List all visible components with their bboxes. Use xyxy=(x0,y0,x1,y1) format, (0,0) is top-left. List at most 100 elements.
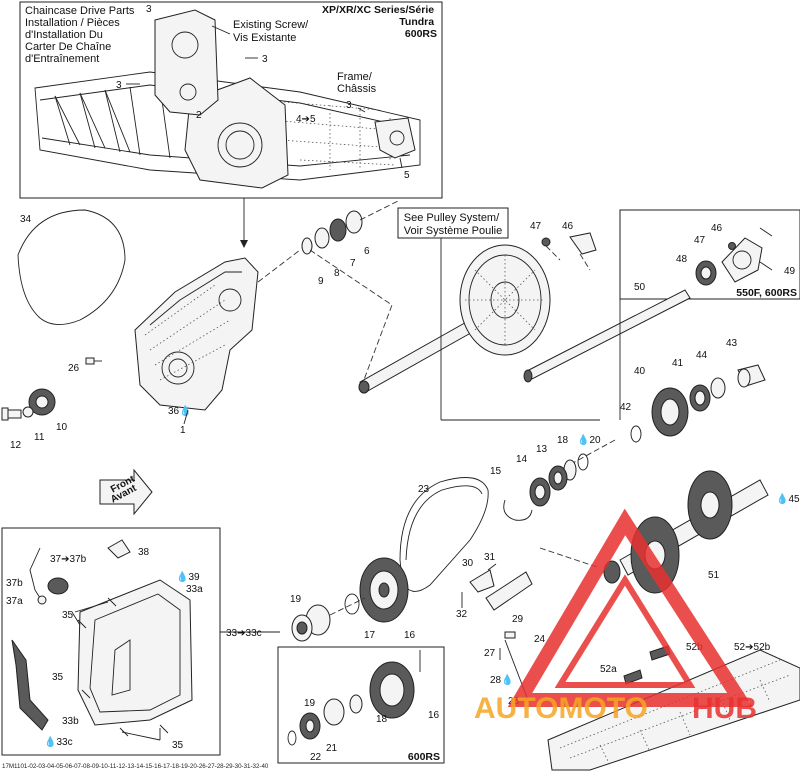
ring-15 xyxy=(503,499,533,521)
label-16b: 16 xyxy=(428,710,440,721)
label-37: 37➔37b xyxy=(50,554,87,565)
label-43: 43 xyxy=(726,338,738,349)
inset-box-bottom-left xyxy=(1,527,221,756)
label-24: 24 xyxy=(534,634,546,645)
label-35c: 35 xyxy=(172,740,184,751)
frame-drawing xyxy=(34,71,421,181)
label-40: 40 xyxy=(634,366,646,377)
label-6: 6 xyxy=(364,246,370,257)
bearing-41 xyxy=(689,384,711,412)
bracket-46a xyxy=(569,232,597,255)
label-51: 51 xyxy=(708,570,720,581)
label-15: 15 xyxy=(490,466,502,477)
pulley-callout: See Pulley System/ Voir Système Poulie xyxy=(404,212,502,237)
label-34: 34 xyxy=(20,214,32,225)
label-49: 49 xyxy=(784,266,796,277)
label-5: 5 xyxy=(404,170,410,181)
bracket-30 xyxy=(469,569,495,593)
label-16a: 16 xyxy=(404,630,416,641)
label-28: 28💧 xyxy=(490,673,514,686)
label-33c: 💧33c xyxy=(44,735,73,748)
label-31: 31 xyxy=(484,552,496,563)
label-10: 10 xyxy=(56,422,68,433)
label-3c: 3 xyxy=(116,80,122,91)
driven-shaft xyxy=(358,319,477,394)
seal-14 xyxy=(529,477,551,507)
inset-title: Chaincase Drive Parts Installation / Piè… xyxy=(25,5,138,65)
label-18a: 18 xyxy=(557,435,569,446)
label-52b: 52b xyxy=(686,642,703,653)
label-35a: 35 xyxy=(62,610,74,621)
housing-43 xyxy=(737,364,766,388)
drive-axle-51 xyxy=(603,470,769,594)
cover-33 xyxy=(77,579,193,726)
label-19a: 19 xyxy=(290,594,302,605)
footer-code: 17M1101-02-03-04-05-06-07-08-09-10-11-12… xyxy=(2,763,269,770)
label-14: 14 xyxy=(516,454,528,465)
label-33b: 33b xyxy=(62,716,79,727)
label-21: 21 xyxy=(326,743,338,754)
screws-49 xyxy=(759,227,773,271)
label-48: 48 xyxy=(676,254,688,265)
dipstick-37b xyxy=(29,547,41,599)
watermark-text-a: AUTOMOTO xyxy=(474,692,648,725)
gear-10 xyxy=(28,388,56,416)
label-50: 50 xyxy=(634,282,646,293)
track-52 xyxy=(547,649,800,771)
label-37a: 37a xyxy=(6,596,23,607)
label-20: 💧20 xyxy=(577,433,601,446)
washer-18b xyxy=(349,694,363,714)
bolt-12 xyxy=(1,407,22,421)
ring-42 xyxy=(630,425,642,443)
label-2: 2 xyxy=(196,110,202,121)
label-39: 💧39 xyxy=(176,570,200,583)
washer-11 xyxy=(22,406,34,418)
tensioner-29 xyxy=(485,571,533,611)
label-3b: 3 xyxy=(262,54,268,65)
label-47b: 47 xyxy=(694,235,706,246)
label-36: 36💧 xyxy=(168,404,192,417)
pin-24 xyxy=(504,631,516,639)
pulley-callout-box xyxy=(397,207,509,239)
ring-20 xyxy=(577,453,589,471)
watermark-text-b: HUB xyxy=(692,692,757,725)
label-3a: 3 xyxy=(146,4,152,15)
clip-52a xyxy=(623,669,643,685)
chain-23 xyxy=(399,477,489,592)
bracket-38 xyxy=(107,539,131,559)
label-1: 1 xyxy=(180,425,186,436)
gear-16a xyxy=(359,557,409,623)
label-38: 38 xyxy=(138,547,150,558)
label-32: 32 xyxy=(456,609,468,620)
screws-35 xyxy=(77,597,169,737)
label-11: 11 xyxy=(34,432,45,443)
shaft-50 xyxy=(523,289,691,383)
plate-46b xyxy=(721,237,763,283)
label-22: 22 xyxy=(310,752,322,763)
gasket-33b xyxy=(11,639,49,731)
bearing-48 xyxy=(695,260,717,286)
bearing-13 xyxy=(548,465,568,491)
inset-box-top xyxy=(19,1,443,199)
ring-17 xyxy=(344,593,360,615)
frame-label: Frame/ Châssis xyxy=(337,71,377,95)
label-33: 33➔33c xyxy=(226,628,262,639)
flange-40 xyxy=(651,387,689,437)
chaincase-cover-inset xyxy=(154,9,219,116)
ring-22 xyxy=(287,730,297,746)
label-27: 27 xyxy=(484,648,496,659)
box-550f-600rs xyxy=(619,209,800,300)
screw-26 xyxy=(85,357,102,365)
label-46a: 46 xyxy=(562,221,574,232)
label-23: 23 xyxy=(418,484,430,495)
gasket-34 xyxy=(17,209,126,325)
box-550f-label: 550F, 600RS xyxy=(736,287,797,299)
label-47a: 47 xyxy=(530,221,542,232)
label-9: 9 xyxy=(318,276,324,287)
series-label: XP/XR/XC Series/Série Tundra 600RS xyxy=(322,4,437,40)
label-42: 42 xyxy=(620,402,632,413)
label-7: 7 xyxy=(350,258,356,269)
pulley xyxy=(459,244,551,356)
gear-21 xyxy=(299,712,321,740)
